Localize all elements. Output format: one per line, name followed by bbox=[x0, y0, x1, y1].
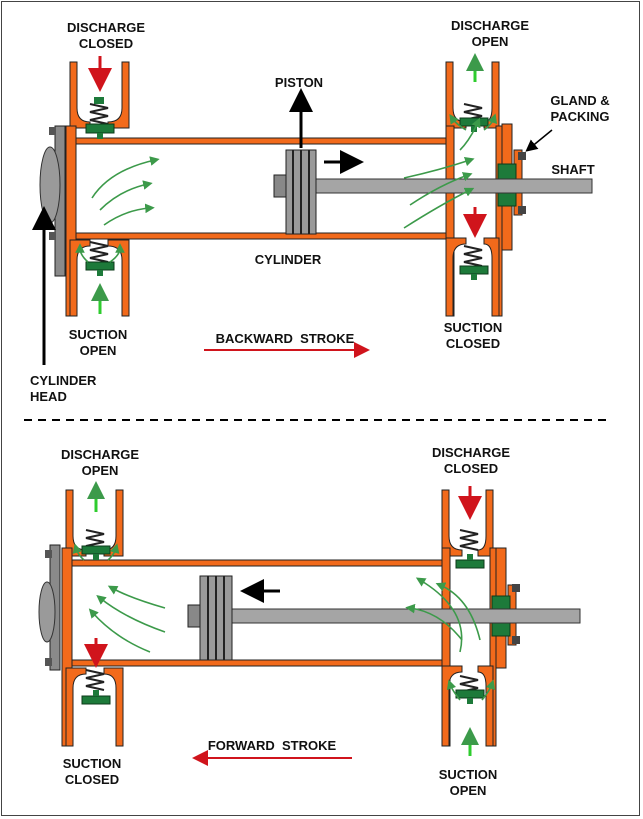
bolt bbox=[45, 658, 52, 666]
right-suction-wall bbox=[477, 665, 494, 747]
left-suction-wall bbox=[107, 239, 130, 317]
left-discharge-wall bbox=[107, 61, 130, 129]
left-suction-wall bbox=[103, 667, 124, 747]
forward-stroke-label: FORWARD STROKE bbox=[208, 738, 337, 753]
cylinder-top-wall bbox=[75, 137, 449, 145]
bolt bbox=[512, 584, 520, 592]
right-suction-wall bbox=[483, 237, 500, 317]
left-discharge-valve bbox=[81, 529, 111, 560]
backward-stroke-label: BACKWARD STROKE bbox=[216, 331, 355, 346]
bolt bbox=[518, 206, 526, 214]
shaft bbox=[229, 608, 581, 624]
cylinder-head-cap bbox=[39, 146, 61, 224]
bolt bbox=[512, 636, 520, 644]
piston-label: PISTON bbox=[275, 75, 323, 90]
shaft-label: SHAFT bbox=[551, 162, 594, 177]
cylinder-top-wall bbox=[71, 559, 445, 567]
flow-arrows bbox=[72, 543, 496, 701]
bolt bbox=[518, 152, 526, 160]
piston-nut bbox=[187, 604, 201, 628]
right-suction-wall bbox=[441, 665, 463, 747]
gland-pointer bbox=[525, 129, 553, 152]
flow-arrows bbox=[75, 113, 498, 263]
bolt bbox=[49, 232, 56, 240]
left-suction-valve bbox=[85, 241, 115, 276]
cylinder-label: CYLINDER bbox=[255, 252, 322, 267]
left-discharge-valve bbox=[85, 97, 115, 139]
right-discharge-wall bbox=[477, 489, 494, 557]
piston-nut bbox=[273, 174, 287, 198]
cylinder-head-cap bbox=[38, 581, 56, 643]
right-suction-valve bbox=[459, 245, 489, 280]
left-discharge-wall bbox=[69, 61, 91, 129]
right-discharge-valve bbox=[455, 529, 485, 569]
cylinder-bottom-wall bbox=[75, 232, 449, 240]
right-suction-wall bbox=[445, 237, 467, 317]
gland-label: GLAND &PACKING bbox=[550, 93, 609, 124]
cylinder-bottom-wall bbox=[71, 659, 445, 667]
right-discharge-wall bbox=[441, 489, 463, 557]
bolt bbox=[45, 550, 52, 558]
left-suction-valve bbox=[81, 669, 111, 705]
left-suction-wall bbox=[65, 667, 87, 747]
bolt bbox=[49, 127, 56, 135]
